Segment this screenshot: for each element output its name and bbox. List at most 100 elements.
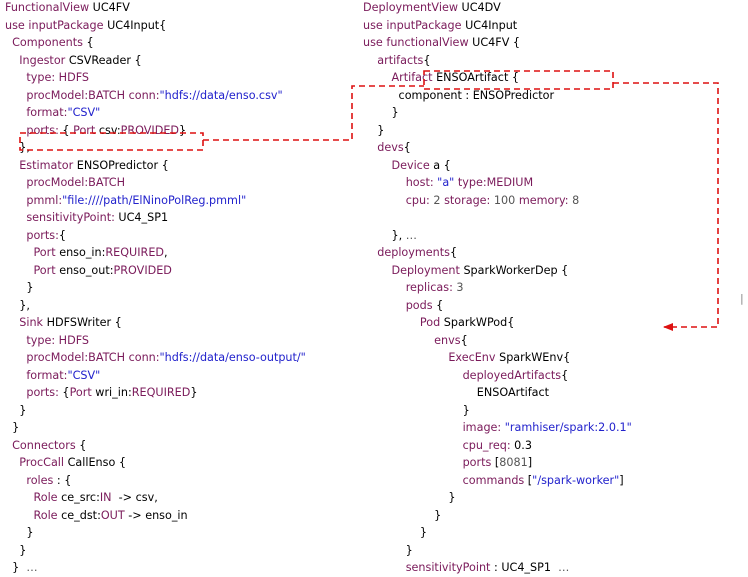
code-token: [ (491, 456, 500, 469)
code-token: SparkWEnv{ (495, 351, 571, 364)
code-line: Port enso_in:REQUIRED, (5, 244, 306, 262)
code-token: ports: (26, 123, 59, 137)
code-token: conn: (128, 351, 160, 364)
code-token: CSVReader { (65, 53, 142, 67)
code-token: , (164, 246, 168, 259)
code-token: type: (26, 333, 56, 347)
code-token: pods (405, 298, 433, 312)
code-token: "/spark-worker" (532, 473, 620, 487)
code-token: } (363, 123, 385, 137)
code-token: CallEnso { (64, 456, 126, 469)
code-token: IN (99, 491, 112, 504)
code-token: ProcCall (19, 456, 65, 469)
code-line: Connectors { (5, 437, 306, 455)
code-token: } (5, 403, 27, 417)
code-line: sensitivityPoint: UC4_SP1 (5, 209, 306, 227)
code-token: replicas: (405, 281, 453, 294)
code-token: Port (33, 263, 56, 277)
code-line: } (363, 122, 632, 140)
code-token (5, 176, 26, 189)
code-token: "file:////path/ElNinoPolReg.pmml" (62, 193, 247, 207)
code-token: image: (462, 421, 502, 434)
code-token: 8081 (499, 456, 528, 469)
code-token (363, 299, 406, 312)
code-token: "CSV" (67, 106, 101, 119)
code-token: Components (12, 36, 83, 49)
code-token: } (363, 491, 456, 504)
code-token: Role (33, 508, 58, 522)
code-token (363, 264, 391, 277)
code-token: } (5, 543, 27, 557)
code-token: { (58, 123, 74, 137)
code-token (5, 71, 26, 84)
code-token: { (561, 368, 569, 382)
code-token: Port (69, 386, 92, 399)
code-token: REQUIRED (131, 386, 191, 399)
code-token: artifacts (377, 53, 424, 67)
code-line: image: "ramhiser/spark:2.0.1" (363, 419, 632, 437)
code-token: ports (462, 456, 492, 469)
code-line: ExecEnv SparkWEnv{ (363, 349, 632, 367)
code-token: Pod (419, 316, 441, 329)
code-token: functionalView (386, 36, 469, 49)
code-token: UC4DV (457, 1, 501, 14)
code-line: } (363, 104, 632, 122)
code-token (5, 474, 26, 487)
code-line: }, … (363, 227, 632, 245)
code-line: Deployment SparkWorkerDep { (363, 262, 632, 280)
code-token: format: (26, 368, 68, 382)
code-line: Port enso_out:PROVIDED (5, 262, 306, 280)
code-token: "hdfs://data/enso.csv" (159, 88, 283, 102)
code-token: ] (619, 473, 624, 487)
code-token (5, 264, 33, 277)
code-token: "ramhiser/spark:2.0.1" (504, 421, 632, 434)
code-token: } (363, 106, 399, 119)
code-token: procModel:BATCH (26, 88, 126, 102)
code-token: envs (434, 333, 461, 347)
code-token (363, 54, 377, 67)
code-token: inputPackage (386, 18, 462, 32)
code-token: HDFS (58, 71, 90, 84)
code-token (363, 369, 463, 382)
code-token: : { (53, 473, 72, 487)
code-line: } (363, 402, 632, 420)
code-token: procModel:BATCH (26, 176, 126, 189)
code-line: } (5, 402, 306, 420)
code-token (5, 386, 26, 399)
code-token: a { (429, 158, 451, 172)
code-token: REQUIRED (105, 246, 164, 259)
code-line: } (363, 524, 632, 542)
code-token: 2 (433, 193, 441, 207)
code-token: enso_in: (55, 246, 106, 259)
code-token: HDFSWriter { (43, 316, 122, 329)
code-line: ports: { Port csv:PROVIDED} (5, 122, 306, 140)
code-token: … (26, 561, 38, 574)
code-token (363, 159, 391, 172)
code-token (5, 124, 26, 137)
code-token (5, 509, 33, 522)
code-token: UC4Input{ (103, 18, 167, 32)
code-token: } (363, 403, 470, 417)
code-token: } (5, 421, 20, 434)
code-token: ENSOArtifact (363, 386, 550, 399)
code-token: type:MEDIUM (457, 176, 534, 189)
code-token: Estimator (19, 158, 74, 172)
code-token: { (58, 228, 66, 242)
code-line: } (363, 489, 632, 507)
code-token: commands (462, 473, 525, 487)
code-line: Estimator ENSOPredictor { (5, 157, 306, 175)
code-token: Ingestor (19, 53, 66, 67)
code-token: enso_out: (55, 263, 114, 277)
code-line: deployedArtifacts{ (363, 367, 632, 385)
code-line: format:"CSV" (5, 367, 306, 385)
code-token (5, 89, 26, 102)
code-token: { (403, 141, 411, 154)
code-token (5, 351, 26, 364)
code-token: } (363, 543, 413, 557)
code-token: { (449, 246, 458, 259)
code-token: ports: (26, 386, 59, 399)
code-token: : UC4_SP1 (490, 561, 559, 574)
code-token: [ (524, 473, 533, 487)
